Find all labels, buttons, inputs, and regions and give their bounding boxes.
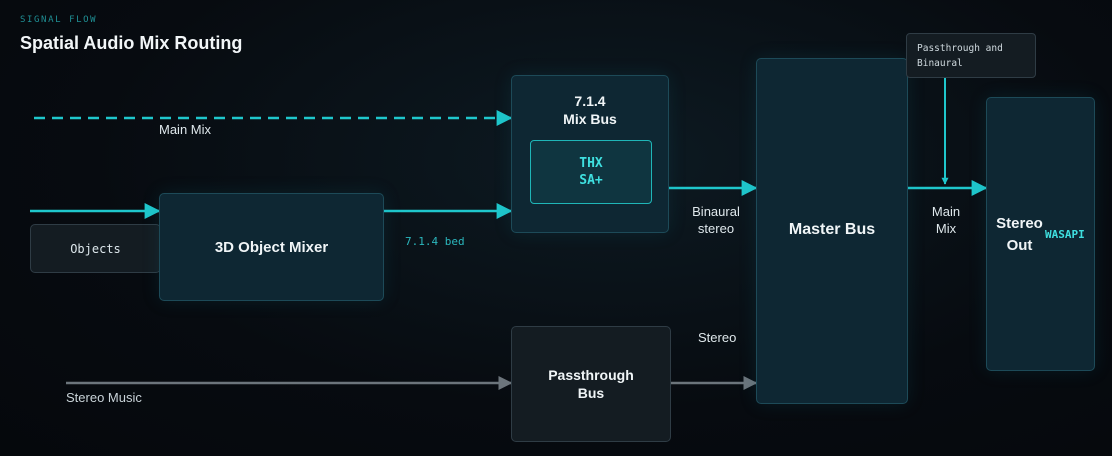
node-thx-label-2: SA+ xyxy=(579,173,603,188)
node-stereo-out-tag: WASAPI xyxy=(1045,228,1085,241)
node-stereo-out: Stereo Out WASAPI xyxy=(986,97,1095,371)
node-passthrough-label-1: Passthrough xyxy=(548,367,634,383)
edge-label-stereo: Stereo xyxy=(698,330,737,345)
diagram-eyebrow: SIGNAL FLOW xyxy=(20,15,98,25)
node-mix-bus-label-1: 7.1.4 xyxy=(574,93,606,109)
node-mix-bus-label-2: Mix Bus xyxy=(563,111,617,127)
node-mix-bus: 7.1.4 Mix Bus THX SA+ xyxy=(511,75,669,233)
node-stereo-out-label-2: Out xyxy=(1006,237,1033,254)
diagram-title: Spatial Audio Mix Routing xyxy=(20,33,243,53)
node-objects: Objects xyxy=(30,224,161,273)
node-thx-sa: THX SA+ xyxy=(530,140,652,204)
annotation-note-line-1: Passthrough and xyxy=(917,43,1003,54)
edge-label-main-mix: Main Mix xyxy=(159,122,212,137)
node-stereo-out-label: Stereo Out xyxy=(992,213,1047,257)
annotation-note-line-2: Binaural xyxy=(917,58,963,69)
edge-label-binaural-1: Binaural xyxy=(692,204,740,219)
edge-label-main-mix-out-2: Mix xyxy=(935,221,957,236)
edge-label-main-mix-out-1: Main xyxy=(931,204,961,219)
node-master-bus: Master Bus xyxy=(756,58,908,404)
node-3d-object-mixer-label: 3D Object Mixer xyxy=(214,238,329,256)
edge-label-bed: 7.1.4 bed xyxy=(405,235,465,248)
node-passthrough-label-2: Bus xyxy=(577,385,605,401)
edge-label-binaural-2: stereo xyxy=(697,221,735,236)
node-thx-label-1: THX xyxy=(579,156,603,171)
annotation-note: Passthrough and Binaural xyxy=(906,33,1036,78)
edge-label-stereo-music: Stereo Music xyxy=(66,390,142,405)
node-objects-label: Objects xyxy=(70,241,121,256)
node-3d-object-mixer: 3D Object Mixer xyxy=(159,193,384,301)
node-stereo-out-label-1: Stereo xyxy=(996,215,1043,232)
edge-label-binaural: Binaural stereo xyxy=(683,203,749,237)
edge-label-main-mix-out: Main Mix xyxy=(922,203,970,237)
node-master-bus-label: Master Bus xyxy=(788,220,876,238)
node-passthrough-bus: Passthrough Bus xyxy=(511,326,671,442)
